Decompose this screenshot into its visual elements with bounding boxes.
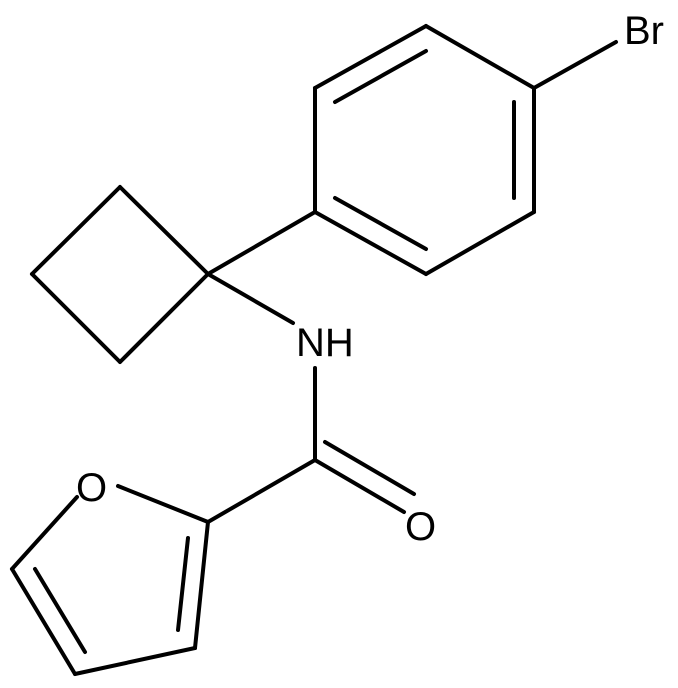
carbonyl-oxygen-label: O: [405, 505, 436, 549]
bond-furan-c4-c3: [73, 646, 197, 676]
furan-oxygen-label: O: [76, 466, 107, 510]
bond-carbonyl-double-2: [323, 440, 416, 496]
bond-furan-c3-c2-inner: [176, 536, 190, 632]
bond-furan-c2-o: [116, 484, 210, 524]
bond-benzene-1-inner: [333, 49, 428, 104]
bond-furan-c5-c4: [10, 567, 77, 676]
bond-benzene-5: [313, 210, 428, 276]
bond-cyclobutane-3: [30, 272, 122, 364]
bond-aryl-cyclobutyl: [206, 210, 317, 276]
bond-benzene-5-inner: [333, 196, 428, 251]
amine-nh-label: NH: [296, 321, 354, 365]
bond-benzene-4: [424, 210, 536, 276]
benzene-ring: [313, 24, 536, 276]
bond-carbonyl-furan: [206, 458, 317, 524]
bond-cyclobutane-1: [118, 185, 210, 276]
bromine-label: Br: [624, 9, 664, 53]
bond-carbonyl-double-1: [313, 458, 406, 514]
bond-furan-o-c5: [10, 495, 79, 571]
bond-benzene-1: [313, 24, 428, 90]
bond-furan-c5-c4-inner: [33, 567, 87, 654]
bond-cyclobutane-2: [30, 185, 122, 276]
bond-furan-c3-c2: [193, 520, 210, 650]
cyclobutane-ring: [30, 185, 210, 364]
bond-c-br: [532, 40, 618, 90]
bond-benzene-2: [424, 24, 536, 90]
bond-c-n: [206, 272, 295, 325]
bond-cyclobutane-4: [118, 272, 210, 364]
furan-ring: [10, 484, 210, 676]
